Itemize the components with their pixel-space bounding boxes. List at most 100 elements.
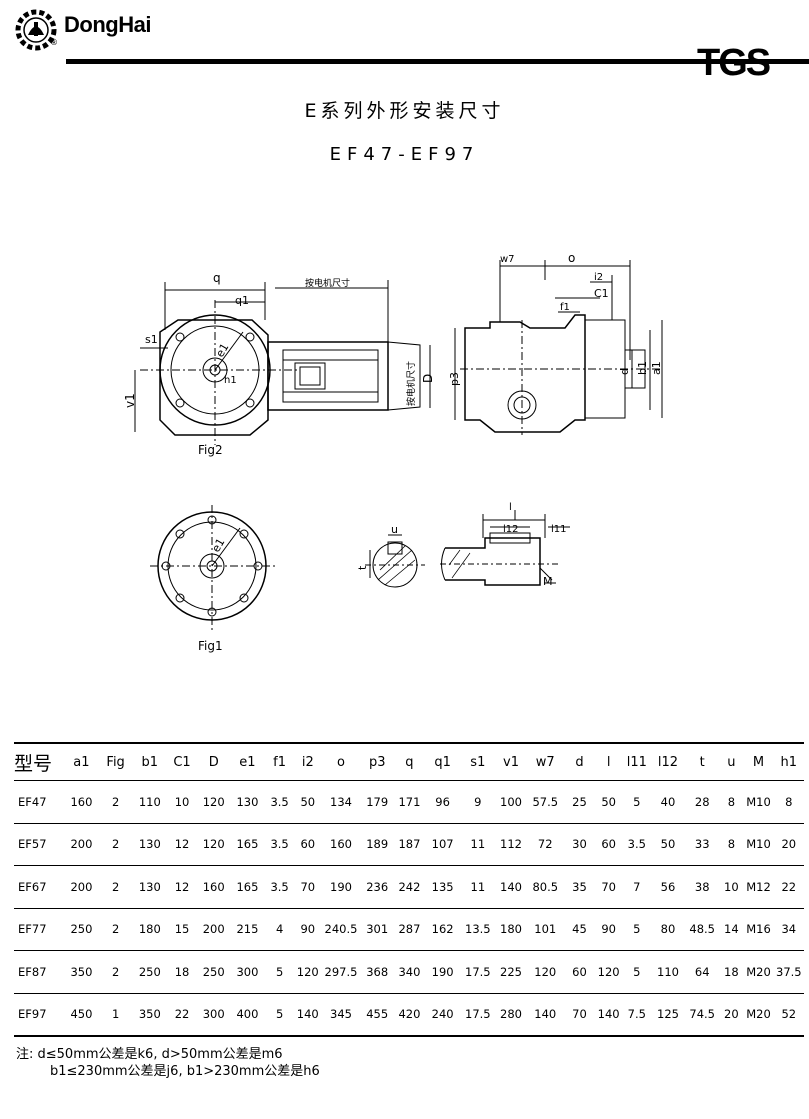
col-header: s1: [459, 742, 496, 781]
value-cell: M16: [743, 907, 774, 951]
value-cell: 80.5: [526, 865, 565, 908]
value-cell: 20: [719, 992, 744, 1037]
value-cell: 165: [230, 822, 265, 866]
value-cell: M12: [743, 865, 774, 908]
col-header: 型号: [14, 742, 65, 781]
value-cell: 180: [132, 907, 167, 951]
donghai-logo-icon: [15, 9, 57, 51]
value-cell: 64: [685, 950, 720, 993]
value-cell: 420: [393, 992, 426, 1037]
col-header: M: [743, 742, 774, 781]
value-cell: 5: [622, 907, 651, 951]
model-range: EF47-EF97: [329, 144, 480, 165]
value-cell: 120: [197, 822, 231, 866]
value-cell: 240: [425, 992, 460, 1037]
value-cell: 12: [166, 865, 198, 908]
label-b1: b1: [636, 361, 649, 375]
value-cell: 250: [64, 907, 99, 951]
label-a1: a1: [650, 361, 663, 375]
value-cell: 13.5: [459, 907, 496, 951]
value-cell: 134: [320, 780, 362, 823]
value-cell: 5: [264, 950, 295, 993]
value-cell: 242: [393, 865, 426, 908]
col-header: C1: [166, 742, 198, 781]
value-cell: M20: [743, 950, 774, 993]
value-cell: 120: [526, 950, 565, 993]
value-cell: 10: [719, 865, 744, 908]
model-cell: EF77: [14, 907, 65, 951]
value-cell: 5: [264, 992, 295, 1037]
value-cell: 90: [594, 907, 623, 951]
value-cell: 5: [622, 950, 651, 993]
value-cell: 50: [294, 780, 321, 823]
page-title: E系列外形安装尺寸: [304, 100, 505, 122]
value-cell: 5: [622, 780, 651, 823]
value-cell: 140: [294, 992, 321, 1037]
value-cell: 200: [64, 822, 99, 866]
value-cell: 140: [526, 992, 565, 1037]
value-cell: 120: [594, 950, 623, 993]
value-cell: 368: [361, 950, 394, 993]
value-cell: 28: [685, 780, 720, 823]
value-cell: 187: [393, 822, 426, 866]
value-cell: 300: [230, 950, 265, 993]
col-header: q: [393, 742, 426, 781]
col-header: o: [320, 742, 362, 781]
value-cell: 48.5: [685, 907, 720, 951]
col-header: b1: [132, 742, 167, 781]
col-header: f1: [264, 742, 295, 781]
label-h1: h1: [224, 375, 237, 386]
label-q1: q1: [235, 294, 249, 307]
label-t: t: [356, 565, 369, 570]
value-cell: 15: [166, 907, 198, 951]
label-d: d: [618, 368, 631, 375]
fig2-drawing: [134, 280, 431, 445]
value-cell: 200: [64, 865, 99, 908]
col-header: t: [685, 742, 720, 781]
model-cell: EF67: [14, 865, 65, 908]
value-cell: 3.5: [622, 822, 651, 866]
side-view-drawing: [454, 260, 663, 435]
value-cell: 160: [197, 865, 231, 908]
value-cell: 60: [564, 950, 595, 993]
value-cell: 3.5: [264, 780, 295, 823]
col-header: p3: [361, 742, 394, 781]
value-cell: 250: [132, 950, 167, 993]
value-cell: 2: [98, 822, 133, 866]
value-cell: 34: [773, 907, 804, 951]
col-header: e1: [230, 742, 265, 781]
value-cell: 287: [393, 907, 426, 951]
value-cell: 1: [98, 992, 133, 1037]
value-cell: 8: [719, 822, 744, 866]
value-cell: 280: [495, 992, 527, 1037]
value-cell: 190: [425, 950, 460, 993]
value-cell: 345: [320, 992, 362, 1037]
value-cell: 120: [294, 950, 321, 993]
value-cell: 11: [459, 822, 496, 866]
value-cell: 96: [425, 780, 460, 823]
value-cell: 180: [495, 907, 527, 951]
value-cell: 100: [495, 780, 527, 823]
label-p3: p3: [448, 372, 461, 386]
col-header: l: [594, 742, 623, 781]
value-cell: 10: [166, 780, 198, 823]
value-cell: 70: [564, 992, 595, 1037]
value-cell: M10: [743, 822, 774, 866]
shaft-section-drawing: [365, 534, 425, 588]
model-cell: EF87: [14, 950, 65, 993]
value-cell: 165: [230, 865, 265, 908]
value-cell: 11: [459, 865, 496, 908]
value-cell: 135: [425, 865, 460, 908]
model-cell: EF57: [14, 822, 65, 866]
value-cell: 52: [773, 992, 804, 1037]
label-o: o: [568, 251, 575, 265]
value-cell: 7: [622, 865, 651, 908]
label-l11: l11: [551, 524, 567, 535]
label-v1: v1: [123, 393, 137, 408]
value-cell: 300: [197, 992, 231, 1037]
value-cell: 2: [98, 907, 133, 951]
col-header: l12: [650, 742, 686, 781]
